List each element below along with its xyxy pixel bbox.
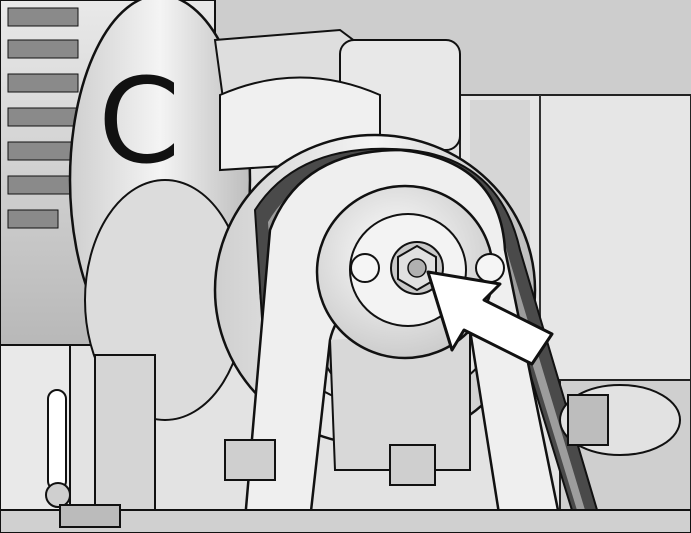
- right-washer-bolt: [475, 253, 505, 283]
- left-washer-bolt: [350, 253, 380, 283]
- arrow-pointer-icon: [426, 270, 554, 366]
- side-fitting: [559, 384, 681, 456]
- base-mount: [0, 344, 691, 533]
- step-label: C: [98, 52, 181, 190]
